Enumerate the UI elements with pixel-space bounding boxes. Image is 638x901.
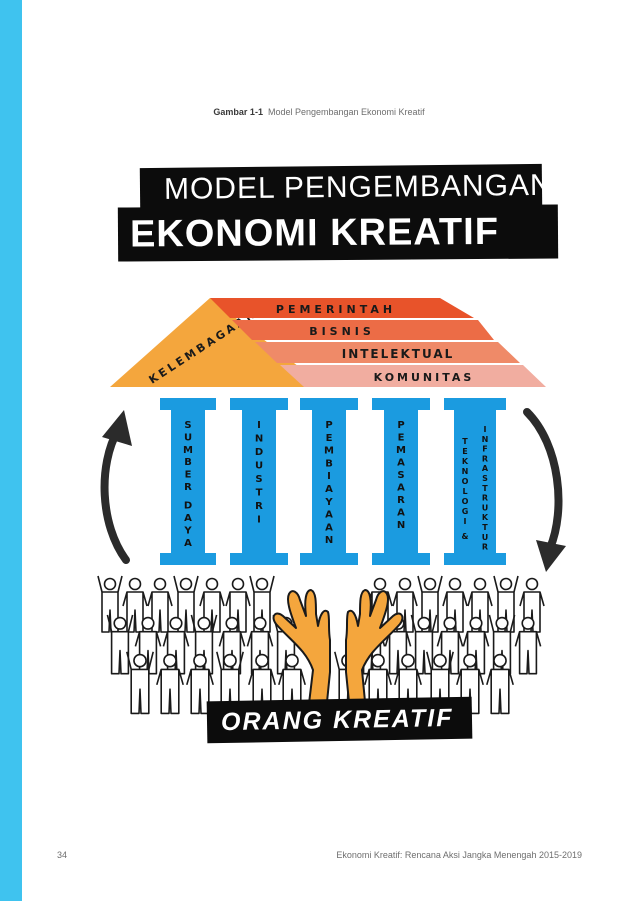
crowd-person xyxy=(186,653,214,715)
pillar-pembiayaan xyxy=(300,398,358,565)
roof-layer-label-1: PEMERINTAH xyxy=(276,303,396,316)
cycle-arrow-left-icon xyxy=(100,410,132,564)
roof-layer-label-2: BISNIS xyxy=(309,325,375,338)
roof-layer-label-3: INTELEKTUAL xyxy=(342,347,455,361)
crowd-icon xyxy=(97,575,545,715)
crowd-person xyxy=(486,653,514,715)
roof-layers: PEMERINTAH BISNIS INTELEKTUAL KOMUNITAS xyxy=(210,298,546,387)
figure-label: Gambar 1-1 xyxy=(213,107,263,117)
roof-layer-1 xyxy=(210,298,474,318)
roof-layer-3 xyxy=(255,342,520,363)
side-accent-bar xyxy=(0,0,22,901)
crowd-person xyxy=(514,616,542,675)
roof-layer-4 xyxy=(280,365,546,387)
crowd-person xyxy=(106,614,134,675)
pillar-sumber-daya xyxy=(160,398,216,565)
pillar-industri xyxy=(230,398,288,565)
figure-caption-text: Model Pengembangan Ekonomi Kreatif xyxy=(267,107,425,117)
cycle-arrow-right-icon xyxy=(523,408,566,572)
crowd-person xyxy=(249,575,275,633)
figure-caption: Gambar 1-1 Model Pengembangan Ekonomi Kr… xyxy=(0,107,638,117)
running-title: Ekonomi Kreatif: Rencana Aksi Jangka Men… xyxy=(336,850,582,860)
roof-layer-2 xyxy=(232,320,494,340)
pillar-pemasaran xyxy=(372,398,430,565)
base-banner: ORANG KREATIF xyxy=(206,696,473,744)
base-label: ORANG KREATIF xyxy=(220,704,454,737)
crowd-person xyxy=(410,614,438,675)
roof-triangle xyxy=(110,298,325,387)
crowd-person xyxy=(156,653,184,715)
page-number: 34 xyxy=(57,850,68,860)
raised-hands-icon xyxy=(272,589,404,713)
pillar-teknologi-infrastruktur xyxy=(444,398,506,565)
crowd-person xyxy=(126,651,154,715)
roof-layer-label-4: KOMUNITAS xyxy=(374,371,475,384)
crowd-person xyxy=(97,575,123,633)
